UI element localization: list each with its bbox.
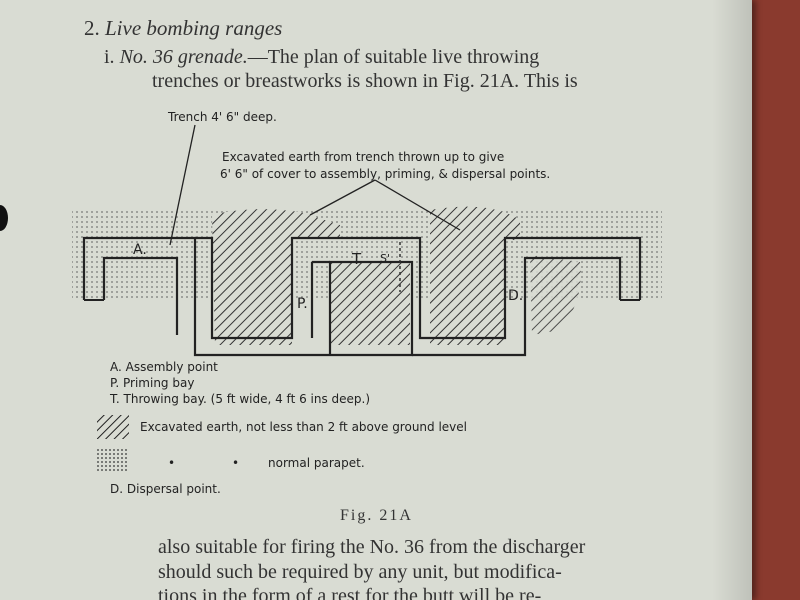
legend-hatch-swatch	[97, 415, 129, 439]
annotation-trench: Trench 4' 6" deep.	[168, 110, 277, 124]
legend-assembly: A. Assembly point	[110, 360, 218, 374]
legend-priming: P. Priming bay	[110, 376, 195, 390]
intro-subject: No. 36	[119, 46, 173, 68]
annotation-earth-2: 6' 6" of cover to assembly, priming, & d…	[220, 167, 551, 181]
intro-line-1: i. No. 36 grenade.—The plan of suitable …	[104, 46, 539, 69]
legend-stipple-swatch	[97, 449, 129, 473]
legend-ditto-1: •	[168, 456, 176, 470]
body-line-1: also suitable for firing the No. 36 from…	[158, 536, 586, 558]
intro-item-number: i.	[104, 46, 115, 68]
leader-earth-left	[309, 179, 376, 216]
legend-throwing: T. Throwing bay. (5 ft wide, 4 ft 6 ins …	[110, 392, 371, 406]
leader-earth-right	[374, 179, 461, 231]
legend-ditto-2: •	[232, 456, 240, 470]
label-assembly: A.	[133, 242, 147, 258]
trench-plan-diagram	[72, 124, 662, 357]
label-priming: P.	[297, 296, 308, 312]
intro-subject-italic: grenade.	[177, 46, 248, 68]
figure-caption: Fig. 21A	[340, 507, 413, 524]
section-number: 2.	[84, 16, 100, 40]
section-heading: 2. Live bombing ranges	[84, 16, 282, 41]
page-edge-shadow	[712, 0, 752, 600]
label-throwing: T	[352, 250, 362, 268]
trench-outline	[82, 236, 642, 357]
earth-dispersal	[530, 255, 581, 335]
body-line-3: tions in the form of a rest for the butt…	[158, 585, 542, 600]
label-dispersal: D.	[508, 288, 524, 304]
earth-mound-left	[212, 209, 340, 345]
body-line-2: should such be required by any unit, but…	[158, 561, 562, 583]
intro-line-2: trenches or breastworks is shown in Fig.…	[152, 70, 578, 92]
earth-block-center	[330, 262, 410, 345]
legend-parapet: normal parapet.	[268, 456, 365, 470]
book-page: 2. Live bombing ranges i. No. 36 grenade…	[0, 0, 752, 600]
leader-trench	[169, 124, 196, 246]
earth-mound-right	[430, 206, 520, 345]
legend-dispersal: D. Dispersal point.	[110, 482, 221, 496]
section-title: Live bombing ranges	[105, 16, 283, 40]
label-s: S'	[380, 252, 391, 265]
intro-line1-text: —The plan of suitable live throwing	[247, 46, 540, 68]
binding-hole	[0, 205, 8, 231]
annotation-earth-1: Excavated earth from trench thrown up to…	[222, 150, 505, 164]
legend-excavated: Excavated earth, not less than 2 ft abov…	[140, 420, 467, 434]
